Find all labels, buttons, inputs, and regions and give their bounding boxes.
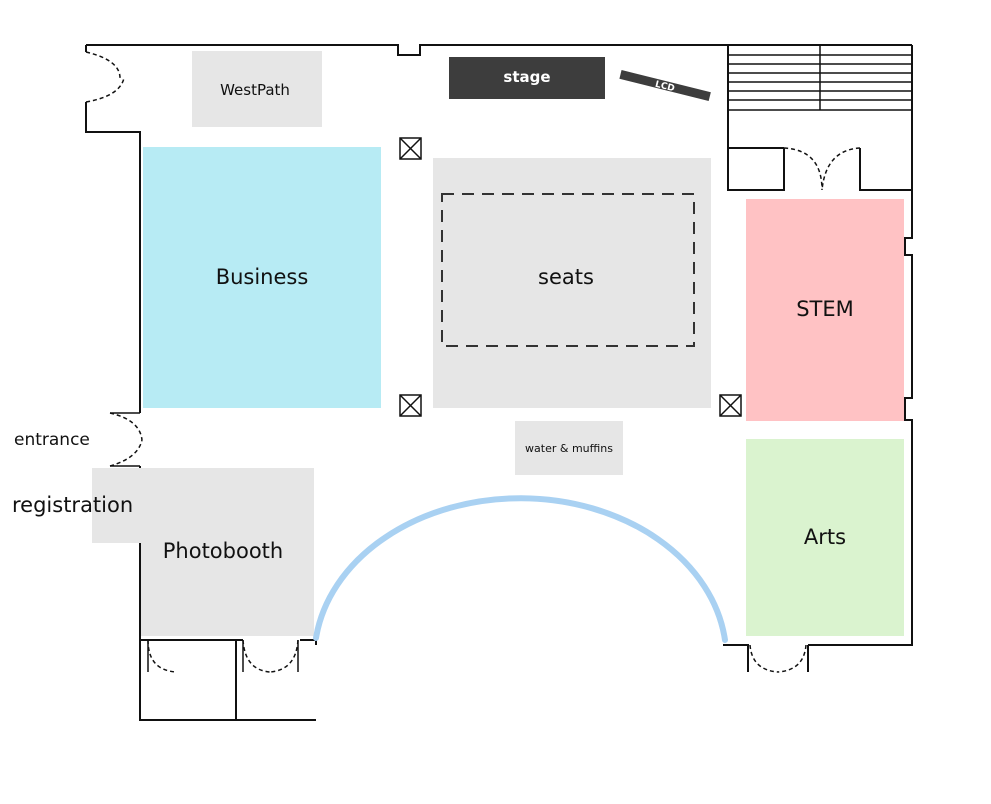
door-bottom-left-a xyxy=(147,639,177,673)
door-top-left xyxy=(85,51,125,103)
photobooth-zone xyxy=(141,468,314,636)
arts-label: Arts xyxy=(804,525,846,549)
westpath-label: WestPath xyxy=(220,81,290,99)
arts-zone xyxy=(746,439,904,636)
business-zone xyxy=(143,147,381,408)
door-bottom-right xyxy=(749,644,807,673)
stage-label: stage xyxy=(503,68,550,86)
door-entrance xyxy=(109,412,143,467)
column-marker-2 xyxy=(399,394,422,417)
column-marker-1 xyxy=(399,137,422,160)
water-label: water & muffins xyxy=(525,442,613,455)
lcd-screen: LCD xyxy=(619,70,711,102)
photobooth-label: Photobooth xyxy=(163,539,283,563)
lcd-label: LCD xyxy=(654,80,676,94)
column-marker-3 xyxy=(719,394,742,417)
registration-zone xyxy=(92,468,141,543)
stairs xyxy=(728,45,912,111)
westpath-zone xyxy=(192,51,322,127)
stage-zone xyxy=(449,57,605,99)
seats-label: seats xyxy=(538,265,594,289)
stem-label: STEM xyxy=(796,297,854,321)
door-stair-room xyxy=(783,147,861,191)
registration-label: registration xyxy=(12,493,133,517)
water-zone xyxy=(515,421,623,475)
stem-zone xyxy=(746,199,904,421)
business-label: Business xyxy=(216,265,309,289)
seats-boundary xyxy=(441,193,695,347)
balloon-arch xyxy=(313,495,728,643)
walls xyxy=(85,44,913,721)
seats-zone xyxy=(433,158,711,408)
door-bottom-left-b xyxy=(242,639,299,673)
entrance-label: entrance xyxy=(14,430,90,450)
